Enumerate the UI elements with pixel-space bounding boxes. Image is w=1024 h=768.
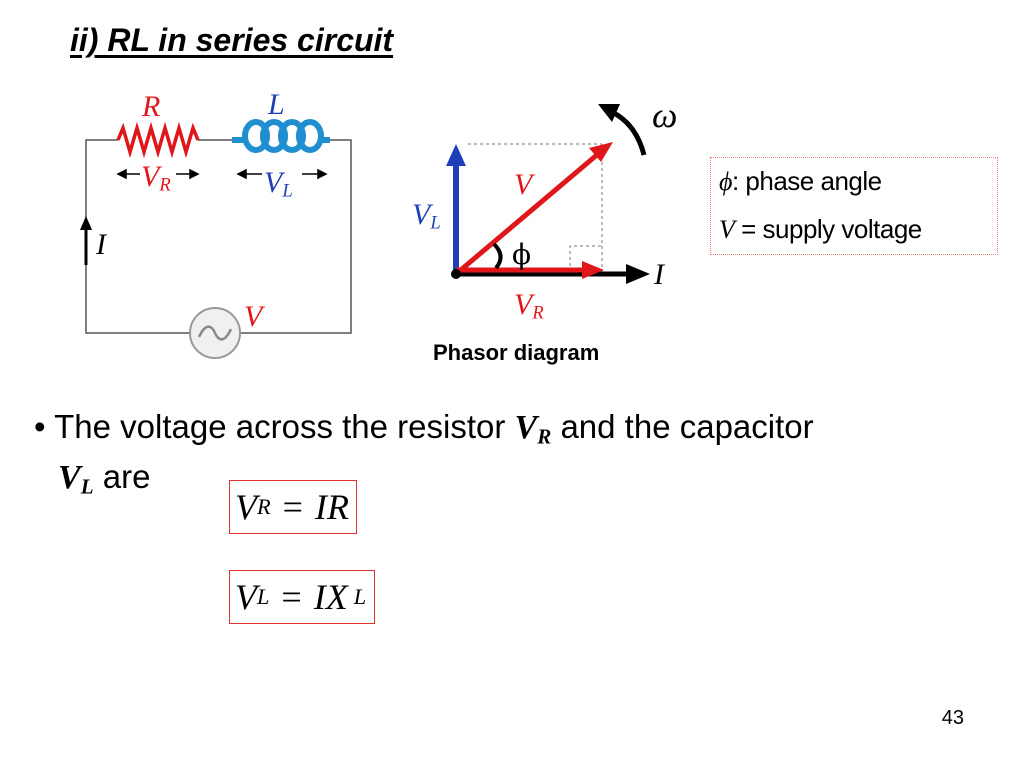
- resistor-symbol: [116, 121, 200, 159]
- phasor-vl-sub: L: [430, 212, 441, 234]
- slide-title: ii) RL in series circuit: [70, 22, 394, 58]
- phasor-phi-label: ϕ: [512, 238, 532, 271]
- phasor-guide-lines: [468, 143, 603, 272]
- vr-label: VR: [141, 160, 171, 197]
- inductor-symbol: [232, 119, 330, 153]
- phase-angle-arc: [492, 242, 503, 270]
- legend-phi-line: ϕ: phase angle: [719, 166, 882, 197]
- omega-label: ω: [652, 95, 678, 135]
- body-vl-var: VL: [58, 459, 94, 499]
- legend-phi-symbol: ϕ: [719, 167, 732, 196]
- phasor-v-label: V: [514, 168, 533, 201]
- body-line1-tail: and the capacitor: [560, 408, 814, 445]
- legend-v-line: V = supply voltage: [719, 214, 922, 245]
- phasor-origin-dot: [451, 269, 461, 279]
- vr-span-arrow: [116, 168, 200, 180]
- vr-label-main: V: [141, 160, 160, 193]
- source-voltage-label: V: [244, 300, 263, 333]
- current-label: I: [96, 228, 106, 261]
- rotation-arrow: [598, 104, 647, 156]
- body-line1-text: The voltage across the resistor: [54, 408, 506, 445]
- current-arrow: [80, 216, 92, 265]
- vl-phasor-arrow: [446, 144, 466, 274]
- legend-box: ϕ: phase angle V = supply voltage: [710, 157, 998, 255]
- phasor-vl-main: V: [412, 198, 431, 231]
- bullet-line-2: VL are: [58, 458, 150, 499]
- vl-label-main: V: [264, 166, 283, 199]
- legend-phi-text: : phase angle: [731, 166, 882, 196]
- phasor-vr-label: VR: [514, 288, 544, 325]
- vl-span-arrow: [236, 168, 328, 180]
- inductor-label: L: [268, 88, 285, 121]
- legend-v-symbol: V: [719, 215, 735, 244]
- i-phasor-arrow: [456, 264, 650, 284]
- vl-label-sub: L: [282, 180, 293, 202]
- phasor-vr-main: V: [514, 288, 533, 321]
- phasor-vl-label: VL: [412, 198, 441, 235]
- phasor-vr-sub: R: [532, 302, 544, 324]
- body-line2-tail: are: [102, 458, 151, 495]
- vr-label-sub: R: [159, 174, 171, 196]
- vr-phasor-arrow: [456, 261, 604, 279]
- page-number: 43: [941, 707, 964, 729]
- ac-source-symbol: [189, 307, 241, 359]
- body-vr-var: VR: [514, 409, 552, 449]
- bullet-line-1: • The voltage across the resistor VR and…: [34, 408, 814, 449]
- phasor-i-label: I: [654, 258, 664, 291]
- vl-label: VL: [264, 166, 293, 203]
- bullet-marker: •: [34, 408, 46, 445]
- v-phasor-arrow: [454, 142, 613, 276]
- resistor-label: R: [142, 90, 161, 123]
- phasor-caption: Phasor diagram: [433, 340, 600, 365]
- legend-v-text: = supply voltage: [734, 214, 922, 244]
